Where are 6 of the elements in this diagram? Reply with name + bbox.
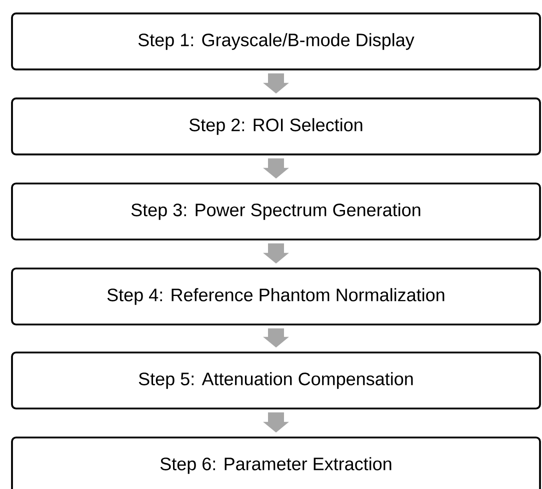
process-box: Step 2: ROI Selection <box>11 98 541 156</box>
process-box: Step 4: Reference Phantom Normalization <box>11 268 541 326</box>
process-box: Step 3: Power Spectrum Generation <box>11 182 541 240</box>
process-box: Step 5: Attenuation Compensation <box>11 352 541 410</box>
process-box: Step 1: Grayscale/B-mode Display <box>11 12 541 70</box>
process-box: Step 6: Parameter Extraction <box>11 436 541 489</box>
